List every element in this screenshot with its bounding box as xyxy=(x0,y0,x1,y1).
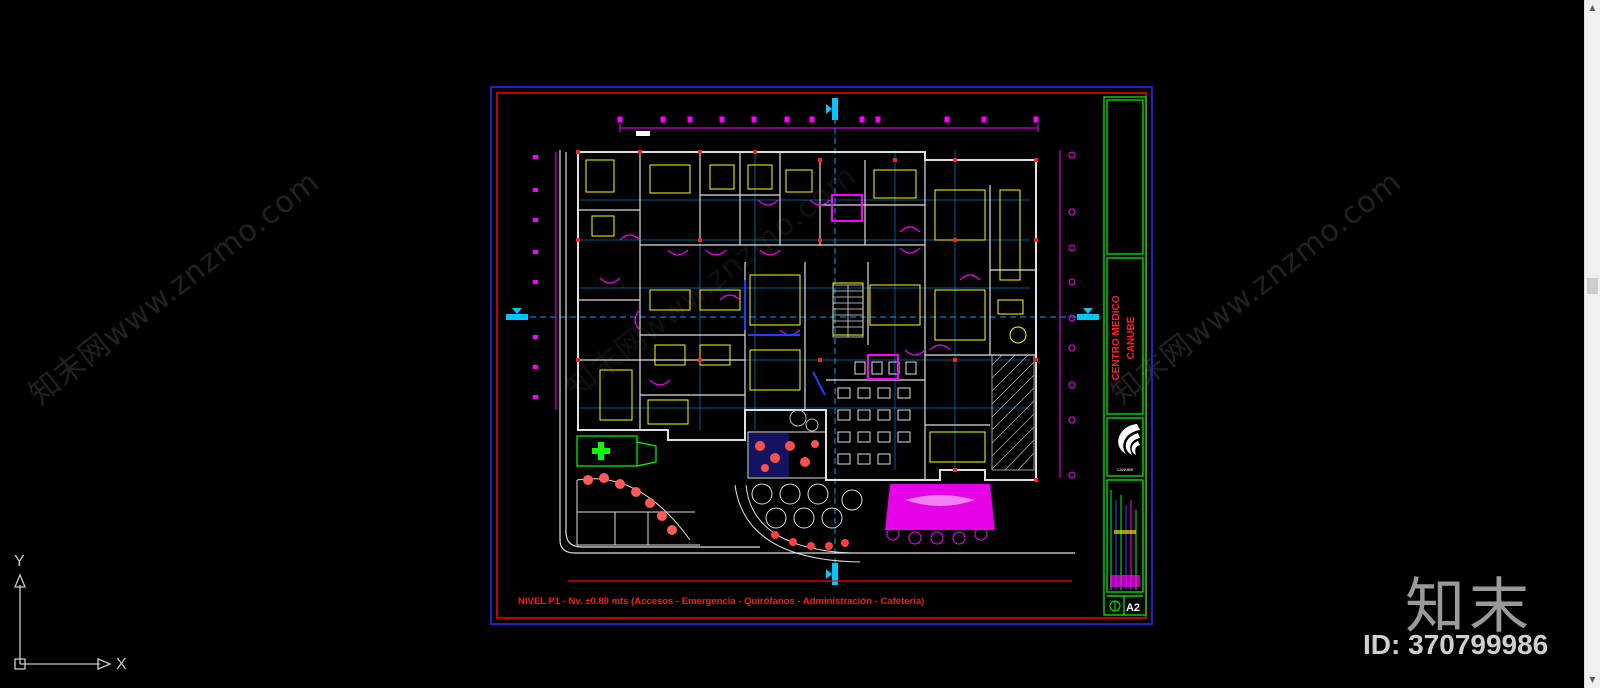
watermark-id: ID: 370799986 xyxy=(1363,629,1549,660)
ucs-x-label: X xyxy=(116,656,127,673)
interior-walls xyxy=(578,152,1036,480)
left-dimension-line xyxy=(533,155,538,399)
vertical-scrollbar[interactable]: ▲ ▼ xyxy=(1584,0,1600,688)
scroll-down-icon[interactable]: ▼ xyxy=(1589,675,1596,684)
sheet-frame xyxy=(490,86,1153,625)
reception-counter xyxy=(997,189,1027,344)
right-dimension-line xyxy=(1059,150,1076,479)
plaza-planters xyxy=(771,531,849,550)
magenta-plaza xyxy=(885,484,995,545)
magenta-room xyxy=(831,194,863,222)
project-title-2: CANUBE xyxy=(1126,316,1137,359)
logo-caption: CANUBE xyxy=(1117,467,1134,472)
ucs-y-label: Y xyxy=(14,553,25,570)
stair xyxy=(832,284,864,338)
blue-partitions xyxy=(744,280,826,396)
client-logo xyxy=(1118,424,1140,455)
ramp-hatch xyxy=(991,354,1035,471)
door-swings xyxy=(599,199,981,386)
watermark-logo: 知末 xyxy=(1405,572,1533,642)
columns xyxy=(576,150,1038,482)
plan-caption: NIVEL P1 - Nv. ±0.80 mts (Accesos - Emer… xyxy=(518,596,924,607)
site-boundary xyxy=(559,150,1075,582)
plaza xyxy=(734,483,863,563)
scroll-up-icon[interactable]: ▲ xyxy=(1589,3,1596,12)
ambulance-bay xyxy=(576,435,657,467)
title-block xyxy=(1103,96,1147,616)
section-markers xyxy=(506,98,1099,585)
building-walls xyxy=(576,151,1037,481)
sheet-border xyxy=(496,92,1147,619)
project-title-1: CENTRO MEDICO xyxy=(1111,295,1122,380)
garden xyxy=(747,409,827,479)
revision-table xyxy=(1110,490,1140,590)
cafeteria-tables xyxy=(837,361,917,465)
ucs-icon xyxy=(14,573,112,670)
sheet-number: A2 xyxy=(1126,602,1140,614)
scroll-thumb[interactable] xyxy=(1587,278,1598,294)
parking-planters xyxy=(583,473,677,535)
top-dimension-line xyxy=(617,116,1039,132)
